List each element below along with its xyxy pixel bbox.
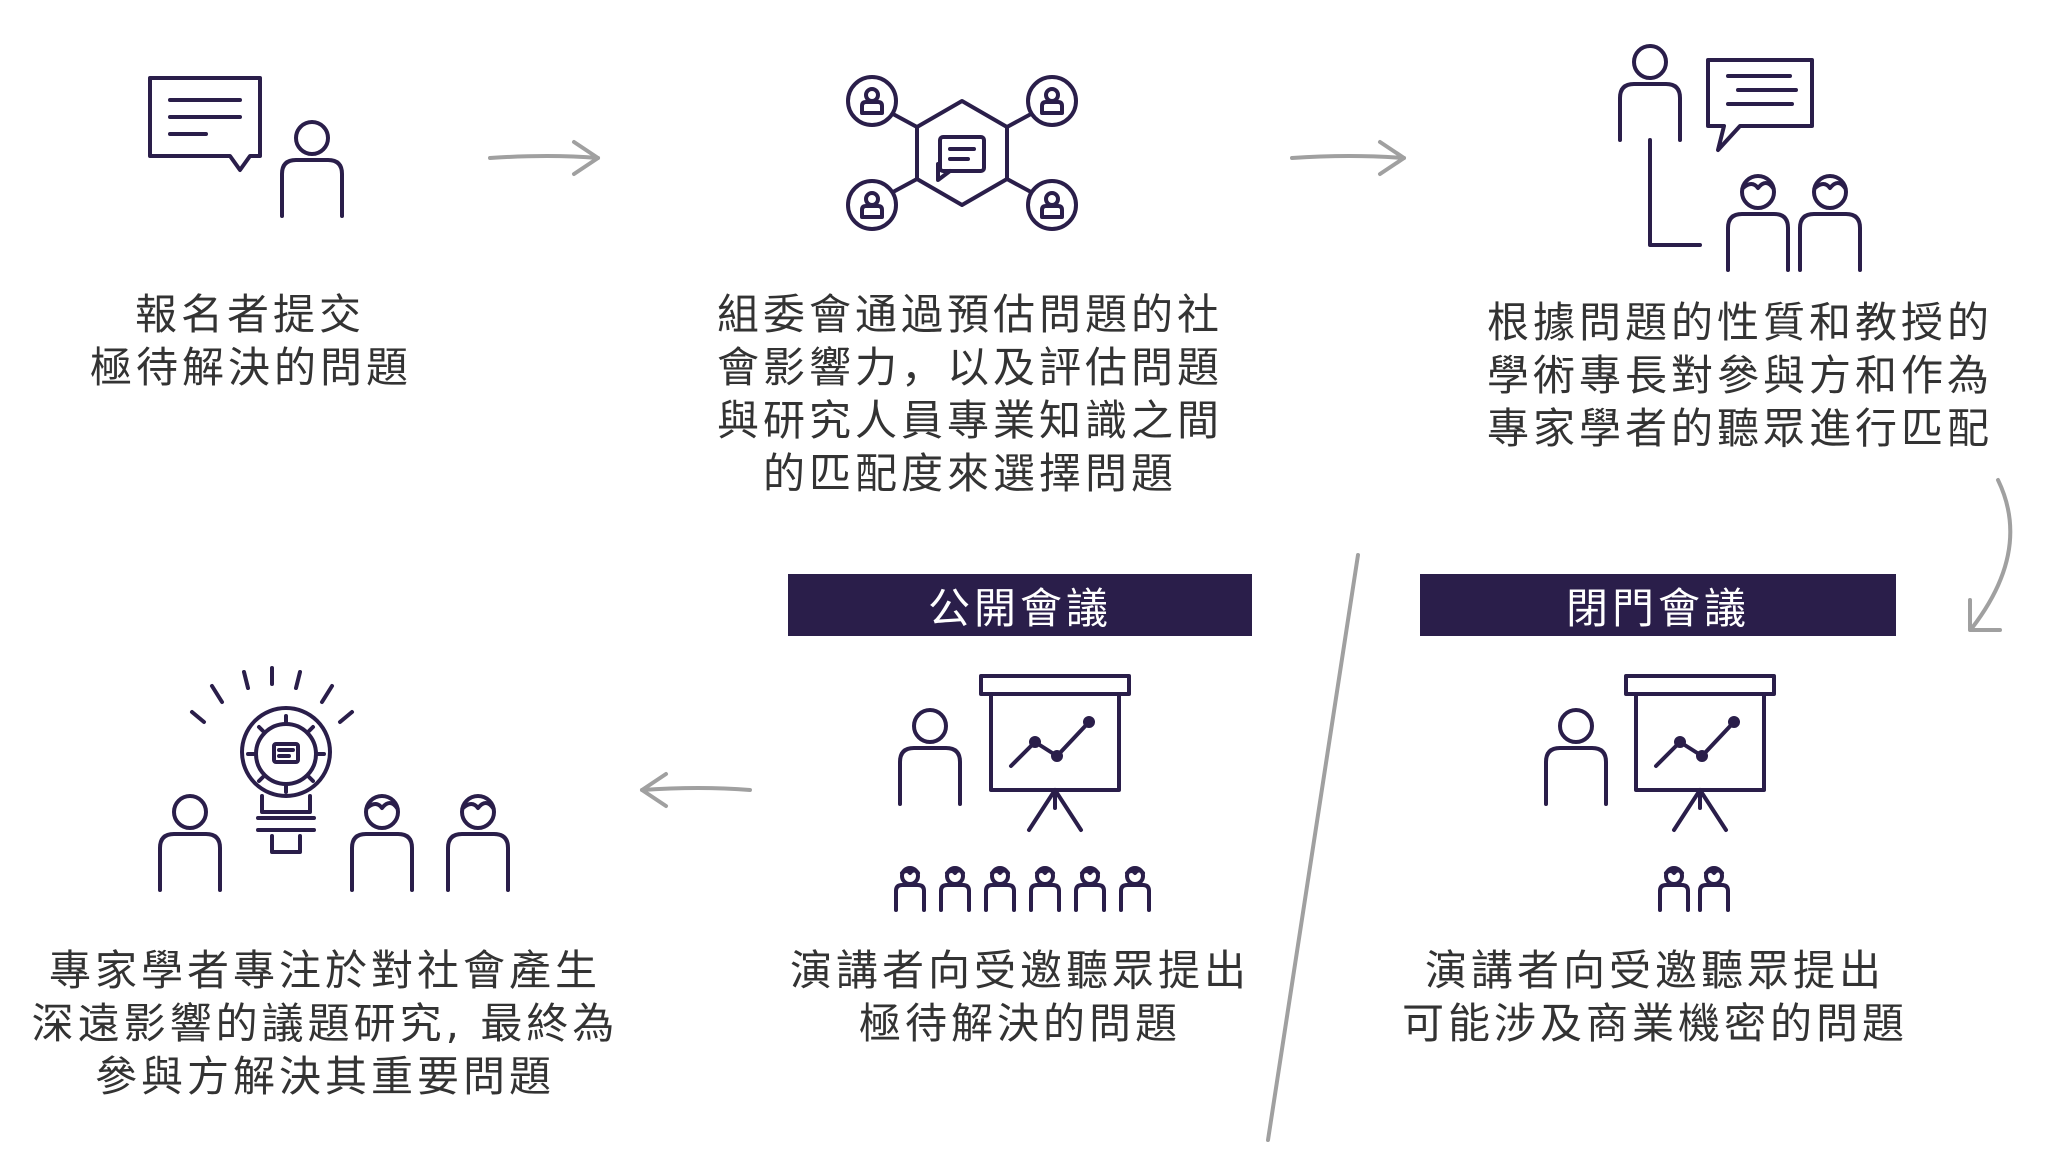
arrow-open-to-research — [640, 772, 752, 808]
presenter-audience-match-icon — [1618, 44, 1862, 272]
open-meeting-banner: 公開會議 — [788, 574, 1252, 636]
caption-line: 參與方解決其重要問題 — [94, 1052, 555, 1101]
caption-line: 學術專長對參與方和作為 — [1486, 351, 1993, 400]
step-select-caption: 組委會通過預估問題的社 會影響力，以及評估問題 與研究人員專業知識之間 的匹配度… — [700, 288, 1240, 500]
caption-line: 組委會通過預估問題的社 — [716, 290, 1223, 339]
caption-line: 根據問題的性質和教授的 — [1486, 298, 1993, 347]
section-divider — [1266, 553, 1360, 1142]
arrow-step2-to-step3 — [1290, 140, 1406, 176]
caption-line: 極待解決的問題 — [90, 343, 413, 392]
closed-meeting-banner: 閉門會議 — [1420, 574, 1896, 636]
caption-line: 演講者向受邀聽眾提出 — [789, 946, 1250, 995]
caption-line: 極待解決的問題 — [858, 999, 1181, 1048]
presentation-large-audience-icon — [894, 674, 1151, 912]
caption-line: 專家學者的聽眾進行匹配 — [1486, 404, 1993, 453]
step-closed-caption: 演講者向受邀聽眾提出 可能涉及商業機密的問題 — [1390, 944, 1920, 1050]
caption-line: 演講者向受邀聽眾提出 — [1424, 946, 1885, 995]
caption-line: 可能涉及商業機密的問題 — [1401, 999, 1908, 1048]
arrow-step1-to-step2 — [488, 140, 600, 176]
step-match-caption: 根據問題的性質和教授的 學術專長對參與方和作為 專家學者的聽眾進行匹配 — [1470, 296, 2010, 455]
step-research-caption: 專家學者專注於對社會產生 深遠影響的議題研究, 最終為 參與方解決其重要問題 — [30, 944, 620, 1103]
caption-line: 與研究人員專業知識之間 — [716, 396, 1223, 445]
caption-line: 的匹配度來選擇問題 — [762, 449, 1177, 498]
network-hexagon-people-icon — [846, 75, 1078, 231]
person-with-speech-bubble-icon — [148, 76, 344, 218]
lightbulb-experts-icon — [158, 666, 510, 892]
caption-line: 報名者提交 — [134, 290, 365, 339]
arrow-step3-to-closed — [1968, 478, 2013, 632]
step-submit-caption: 報名者提交 極待解決的問題 — [90, 288, 410, 394]
caption-line: 專家學者專注於對社會產生 — [48, 946, 601, 995]
step-open-caption: 演講者向受邀聽眾提出 極待解決的問題 — [780, 944, 1260, 1050]
caption-line: 深遠影響的議題研究, 最終為 — [31, 999, 619, 1048]
presentation-small-audience-icon — [1544, 674, 1776, 912]
caption-line: 會影響力，以及評估問題 — [716, 343, 1223, 392]
